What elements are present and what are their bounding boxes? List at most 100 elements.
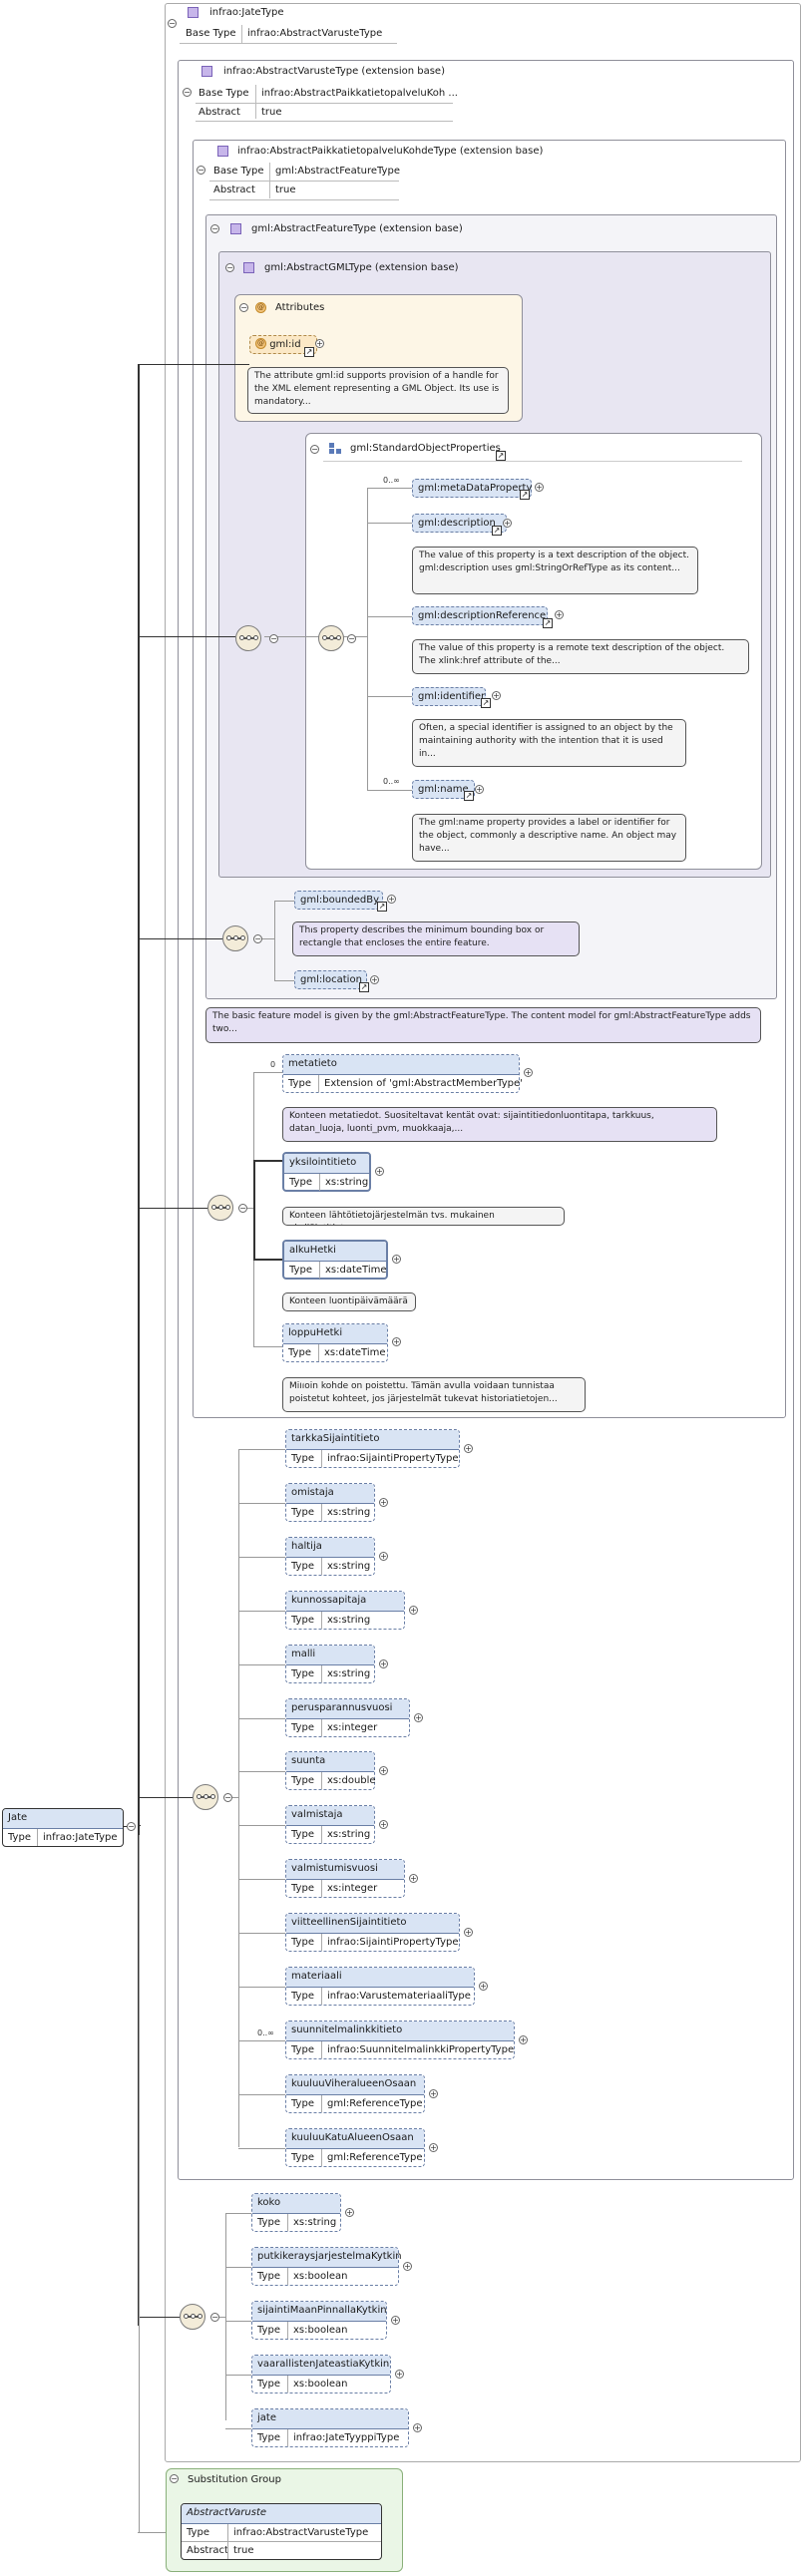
gml-metadataproperty[interactable]: gml:metaDataProperty (412, 479, 532, 498)
gml-boundedby[interactable]: gml:boundedBy (294, 891, 383, 910)
sequence-compositor-icon[interactable] (180, 2304, 205, 2330)
collapse-paikkatype[interactable]: − (197, 166, 205, 175)
sequence-compositor-icon[interactable] (235, 625, 261, 651)
type-key: Type (291, 1937, 314, 1948)
expand-element[interactable]: + (464, 1928, 473, 1937)
reference-arrow-icon[interactable]: ↗ (464, 791, 474, 801)
expand-element[interactable]: + (379, 1552, 388, 1561)
expand-element[interactable]: + (414, 1713, 423, 1722)
reference-arrow-icon[interactable]: ↗ (520, 490, 530, 500)
reference-arrow-icon[interactable]: ↗ (543, 618, 553, 628)
collapse-jate-sequence[interactable]: − (210, 2313, 219, 2322)
paikkatype-basetype-key: Base Type (213, 166, 264, 177)
collapse-feature-sequence[interactable]: − (253, 934, 262, 943)
expand-element[interactable]: + (395, 2370, 404, 2379)
collapse-attributes[interactable]: − (239, 303, 248, 312)
expand-element[interactable]: + (345, 2208, 354, 2217)
reference-arrow-icon[interactable]: ↗ (481, 698, 491, 708)
expand-loppuhetki[interactable]: + (392, 1337, 401, 1346)
expand-element[interactable]: + (519, 2035, 528, 2044)
expand-element[interactable]: + (409, 1874, 418, 1883)
expand-location[interactable]: + (370, 975, 379, 984)
expand-element[interactable]: + (379, 1820, 388, 1829)
expand-element[interactable]: + (464, 1444, 473, 1453)
expand-element[interactable]: + (391, 2316, 400, 2325)
cardinality-label: 0..∞ (383, 777, 400, 786)
expand-element[interactable]: + (429, 2143, 438, 2152)
expand-element[interactable]: + (379, 1659, 388, 1668)
reference-arrow-icon[interactable]: ↗ (377, 902, 387, 912)
expand-element[interactable]: + (379, 1498, 388, 1507)
expand-metadataproperty[interactable]: + (535, 483, 544, 492)
element-name: koko (252, 2194, 340, 2214)
expand-description[interactable]: + (503, 519, 512, 528)
reference-arrow-icon[interactable]: ↗ (492, 526, 502, 536)
collapse-varustetype[interactable]: − (183, 88, 192, 97)
substitution-group-title: Substitution Group (188, 2474, 281, 2485)
expand-element[interactable]: + (409, 1606, 418, 1615)
expand-boundedby[interactable]: + (387, 895, 396, 904)
element-name: putkikeraysjarjestelmaKytkin (252, 2248, 402, 2268)
collapse-substitution-group[interactable]: − (170, 2474, 179, 2483)
sequence-compositor-icon[interactable] (222, 925, 248, 951)
gml-descriptionreference-doc: The value of this property is a remote t… (412, 639, 749, 674)
reference-arrow-icon[interactable]: ↗ (496, 451, 506, 461)
expand-element[interactable]: + (479, 1982, 488, 1991)
collapse-gmltype[interactable]: − (225, 263, 234, 272)
expand-yksilointitieto[interactable]: + (375, 1167, 384, 1176)
reference-arrow-icon[interactable]: ↗ (359, 982, 369, 992)
collapse-stdprops[interactable]: − (310, 445, 319, 454)
collapse-std-sequence[interactable]: − (347, 634, 356, 643)
collapse-gml-sequence[interactable]: − (269, 634, 278, 643)
collapse-varuste-sequence[interactable]: − (223, 1793, 232, 1802)
collapse-featuretype[interactable]: − (210, 224, 219, 233)
collapse-jatetype[interactable]: − (168, 19, 177, 28)
collapse-paikka-sequence[interactable]: − (238, 1204, 247, 1213)
expand-element[interactable]: + (379, 1766, 388, 1775)
reference-arrow-icon[interactable]: ↗ (304, 347, 314, 357)
sequence-compositor-icon[interactable] (318, 625, 344, 651)
sequence-compositor-icon[interactable] (207, 1195, 233, 1221)
gml-id-attribute[interactable]: @ gml:id (249, 335, 317, 354)
expand-gml-id[interactable]: + (315, 339, 324, 348)
gml-name[interactable]: gml:name (412, 780, 475, 799)
expand-element[interactable]: + (413, 2423, 422, 2432)
sequence-compositor-icon[interactable] (193, 1784, 218, 1810)
gml-descriptionreference[interactable]: gml:descriptionReference (412, 606, 548, 625)
expand-name[interactable]: + (475, 785, 484, 794)
expand-alkuhetki[interactable]: + (392, 1255, 401, 1264)
expand-element[interactable]: + (403, 2262, 412, 2271)
expand-descriptionreference[interactable]: + (555, 610, 564, 619)
gml-identifier[interactable]: gml:identifier (412, 687, 486, 706)
expand-metatieto[interactable]: + (524, 1068, 533, 1077)
gml-location[interactable]: gml:location (294, 970, 367, 989)
collapse-jate-element[interactable]: − (127, 1822, 136, 1831)
expand-element[interactable]: + (429, 2089, 438, 2098)
expand-identifier[interactable]: + (492, 691, 501, 700)
